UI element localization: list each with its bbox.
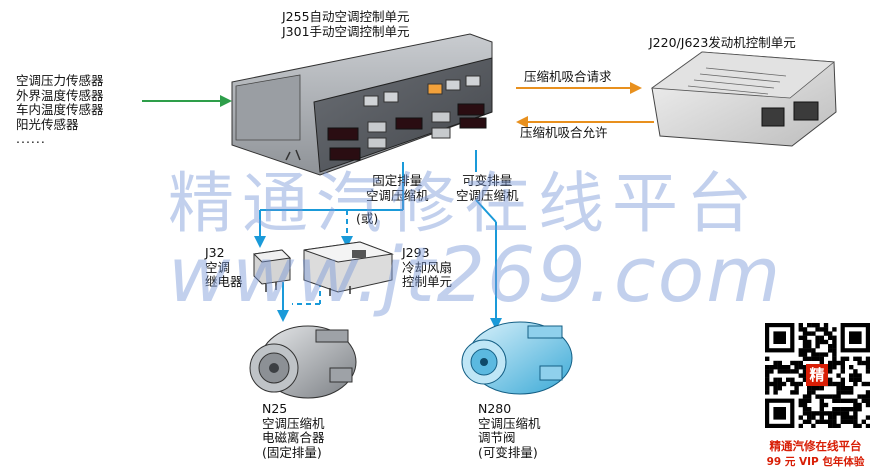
variable-branch-label: 可变排量 空调压缩机 xyxy=(456,173,519,203)
engine-unit-label: J220/J623发动机控制单元 xyxy=(649,35,796,50)
relay-line2: 继电器 xyxy=(205,274,243,289)
request-arrow xyxy=(516,82,642,94)
n280-line1: 空调压缩机 xyxy=(478,415,541,431)
fan-unit-code: J293 xyxy=(402,245,430,260)
fixed-branch-label: 固定排量 空调压缩机 xyxy=(366,173,429,203)
n280-label: N280 空调压缩机 调节阀 (可变排量) xyxy=(478,401,541,460)
engine-ecu-image xyxy=(650,51,837,147)
fixed-branch-lines xyxy=(259,162,404,312)
fixed-branch-line2: 空调压缩机 xyxy=(366,187,429,203)
promo-line1: 精通汽修在线平台 xyxy=(769,439,862,453)
n25-code: N25 xyxy=(262,401,288,416)
qr-badge: 精 xyxy=(806,364,828,386)
fan-unit-line2: 控制单元 xyxy=(402,274,453,289)
fan-control-unit-image xyxy=(303,241,394,296)
fan-unit-line1: 冷却风扇 xyxy=(402,259,453,275)
variable-branch-line1: 可变排量 xyxy=(462,173,513,188)
n25-line1: 空调压缩机 xyxy=(262,415,325,431)
promo-line2: 99 元 VIP 包年体验 xyxy=(766,456,865,468)
relay-label: J32 空调 继电器 xyxy=(205,245,243,290)
fan-unit-label: J293 冷却风扇 控制单元 xyxy=(402,245,453,290)
relay-code: J32 xyxy=(205,245,225,260)
n25-line2: 电磁离合器 xyxy=(262,430,325,445)
relay-line1: 空调 xyxy=(205,259,231,275)
n280-code: N280 xyxy=(478,401,512,416)
sensor-input-arrow xyxy=(142,95,232,107)
variable-branch-line2: 空调压缩机 xyxy=(456,187,519,203)
n280-line3: (可变排量) xyxy=(478,444,538,460)
sensor-item: 外界温度传感器 xyxy=(16,87,104,103)
control-unit-line1: J255自动空调控制单元 xyxy=(282,9,410,24)
ac-control-unit-image xyxy=(231,33,493,176)
variable-branch-line xyxy=(475,150,497,318)
control-unit-line2: J301手动空调控制单元 xyxy=(282,23,410,39)
sensor-ellipsis: ...... xyxy=(16,131,46,146)
permit-arrow xyxy=(516,116,654,128)
sensor-item: 车内温度传感器 xyxy=(16,102,104,117)
fixed-branch-line1: 固定排量 xyxy=(372,173,423,188)
relay-image xyxy=(252,249,292,292)
control-unit-label: J255自动空调控制单元 J301手动空调控制单元 xyxy=(282,9,410,39)
sensor-item: 空调压力传感器 xyxy=(16,73,104,88)
request-label: 压缩机吸合请求 xyxy=(524,69,612,84)
n25-line3: (固定排量) xyxy=(262,444,322,460)
permit-label: 压缩机吸合允许 xyxy=(520,125,608,140)
n280-line2: 调节阀 xyxy=(478,430,516,445)
sensor-list: 空调压力传感器 外界温度传感器 车内温度传感器 阳光传感器 ...... xyxy=(16,73,104,147)
variable-compressor-image xyxy=(461,321,573,395)
sensor-item: 阳光传感器 xyxy=(16,116,79,132)
fixed-compressor-image xyxy=(249,325,357,399)
n25-label: N25 空调压缩机 电磁离合器 (固定排量) xyxy=(262,401,325,460)
or-label: (或) xyxy=(356,211,379,226)
